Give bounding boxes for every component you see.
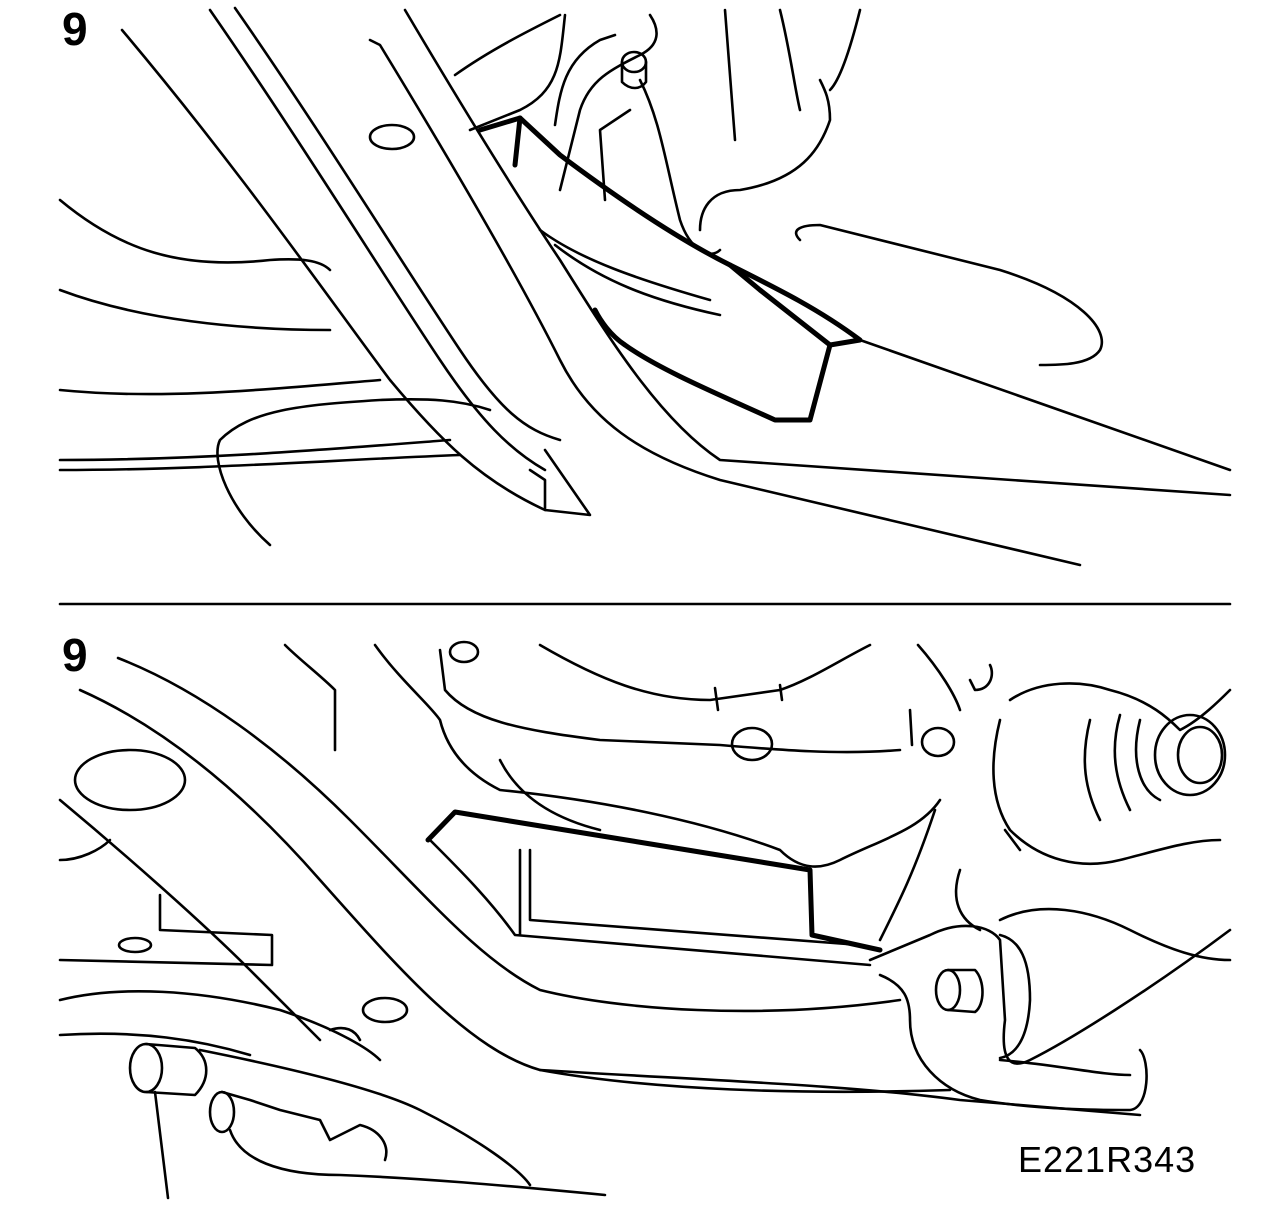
lower-structure-curve [198,1048,532,1187]
upper-structure-2 [468,13,567,132]
right-bracket-5 [954,828,1022,932]
top-step-label: 9 [62,3,88,55]
housing-outline-5 [498,758,602,832]
frame-rail-inner-1 [208,8,547,472]
figure-id: E221R343 [1018,1139,1197,1180]
bolt-shank-top [620,60,648,90]
left-bracket [58,893,274,967]
drive-shaft-end [1153,713,1227,797]
bolt-head-upper-1 [448,640,480,664]
body-curve-4 [58,438,452,462]
body-curve-3 [58,378,382,396]
bolt-head-upper-2 [730,726,774,762]
drive-joint-boot [992,718,1222,866]
upper-structure-3 [553,33,617,127]
highlighted-part-edge [512,115,833,348]
top-panel-drawing [58,6,1232,567]
upper-structure-9 [778,8,802,112]
leader-line [153,1090,170,1200]
bolt-body-lower-1 [144,1042,208,1097]
upper-structure-6 [638,78,722,255]
bolt-head-lower-2 [208,1090,236,1134]
bottom-panel-drawing [58,640,1232,1200]
mounting-hole-top [368,123,416,151]
stud-upper-right [916,643,994,712]
housing-outline-4 [538,643,872,702]
subframe-hole-small-2 [361,996,409,1024]
bolt-head-lower-1 [128,1042,164,1094]
housing-outline-2 [373,643,942,868]
beam-curve-2 [553,243,722,317]
body-curve-1 [58,198,332,272]
support-line-2 [518,848,862,947]
bushing [998,933,1032,1060]
beam-curve-3 [858,338,1232,472]
housing-ribs [713,683,914,747]
subframe-beam-upper [116,656,902,1013]
highlighted-protective-part [425,809,883,953]
frame-rail-inner-4 [403,8,1232,497]
body-curve-2 [58,288,332,332]
right-bracket-3 [998,1058,1132,1077]
frame-rail-inner-3 [368,38,1082,567]
frame-rail-outer [120,28,547,512]
bolt-body-right [946,968,984,1014]
bracket-plate [794,223,1104,367]
drive-joint-outer [1008,682,1232,732]
housing-outline-1 [283,643,337,752]
beam-curve-1 [538,228,712,302]
bolt-head-right [934,968,962,1012]
drive-joint-rings [1083,713,1162,822]
support-line-3 [878,808,937,942]
highlighted-protective-part [477,115,863,423]
upper-structure-1 [453,13,562,77]
subframe-hole-small-1 [117,936,153,954]
upper-structure-5 [598,108,632,202]
left-curve-mark [328,1026,362,1042]
frame-rail-inner-2 [233,6,562,442]
housing-outline-3 [438,648,902,754]
subframe-hole-large [73,748,187,812]
body-curve-6 [216,398,492,547]
bolt-head-upper-3 [920,726,956,758]
upper-structure-10 [828,8,862,92]
left-curve-lower-2 [58,1032,252,1057]
left-curve-lower [58,989,382,1062]
bolt-body-lower-2 [220,1090,388,1162]
subframe-beam-lower [78,688,952,1094]
upper-structure-7 [698,78,832,232]
left-bracket-curve [58,838,112,862]
lower-left-curve [228,1128,607,1197]
drive-shaft-end-inner [1176,725,1224,785]
body-curve-5 [58,453,462,472]
right-bracket-4 [998,907,1232,962]
upper-structure-8 [723,8,737,142]
right-bracket [868,924,1232,1065]
bottom-step-label: 9 [62,629,88,681]
frame-rail-edge [528,448,592,517]
lower-beam-right [538,1068,1142,1117]
support-line-1 [428,838,872,967]
upper-structure-4 [558,13,658,192]
